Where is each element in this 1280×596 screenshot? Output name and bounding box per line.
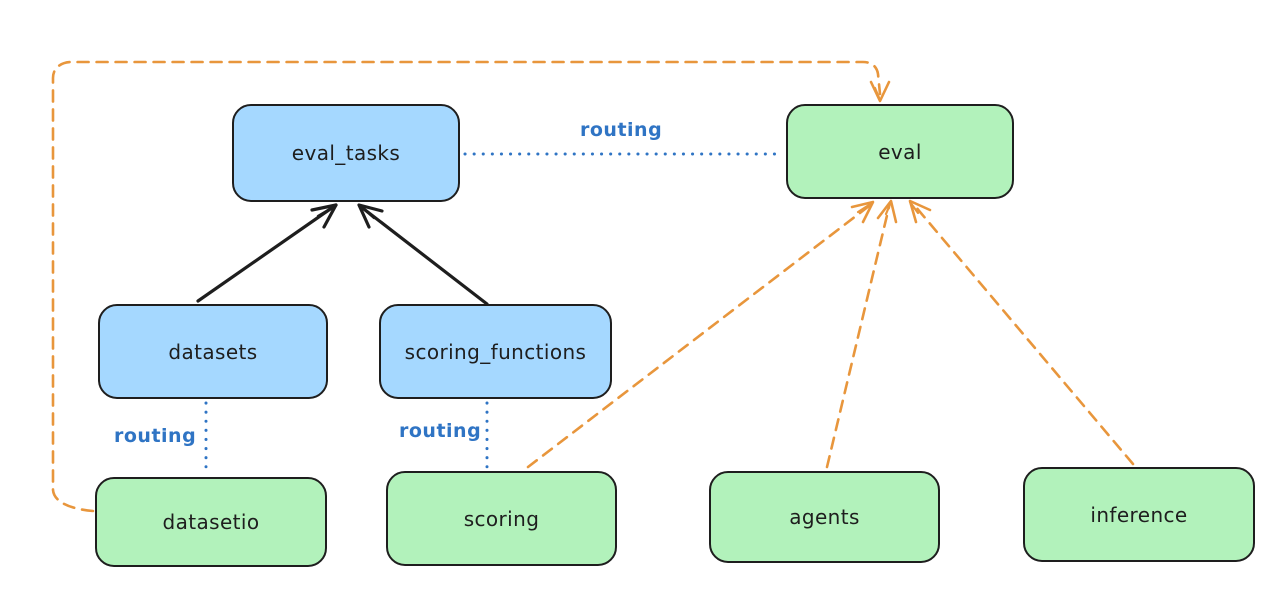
node-datasetio-label: datasetio [162,510,260,534]
node-agents: agents [709,471,940,563]
node-eval: eval [786,104,1014,199]
node-scoring-functions: scoring_functions [379,304,612,399]
node-scoring-functions-label: scoring_functions [404,339,587,364]
node-datasets: datasets [98,304,328,399]
edge-datasetio-to-eval [51,60,891,513]
node-datasets-label: datasets [168,339,258,364]
edge-datasets-to-eval-tasks [196,203,338,303]
edge-inference-to-eval [908,199,1135,466]
edge-scoring-functions-to-eval-tasks [357,203,489,306]
node-scoring: scoring [386,471,617,566]
node-datasetio: datasetio [95,477,327,567]
node-eval-tasks-label: eval_tasks [291,141,401,165]
edge-label-routing-eval-tasks-to-eval: routing [580,119,663,141]
edge-scoring-to-eval [526,200,875,469]
edge-agents-to-eval [825,199,898,469]
node-scoring-label: scoring [463,506,540,531]
node-eval-label: eval [878,139,922,164]
edge-label-routing-scoring-functions-to-scoring: routing [399,420,482,442]
edge-label-routing-datasets-to-datasetio: routing [114,425,197,447]
node-agents-label: agents [789,505,860,529]
node-inference: inference [1023,467,1255,562]
node-inference-label: inference [1090,502,1188,527]
node-eval-tasks: eval_tasks [232,104,460,202]
